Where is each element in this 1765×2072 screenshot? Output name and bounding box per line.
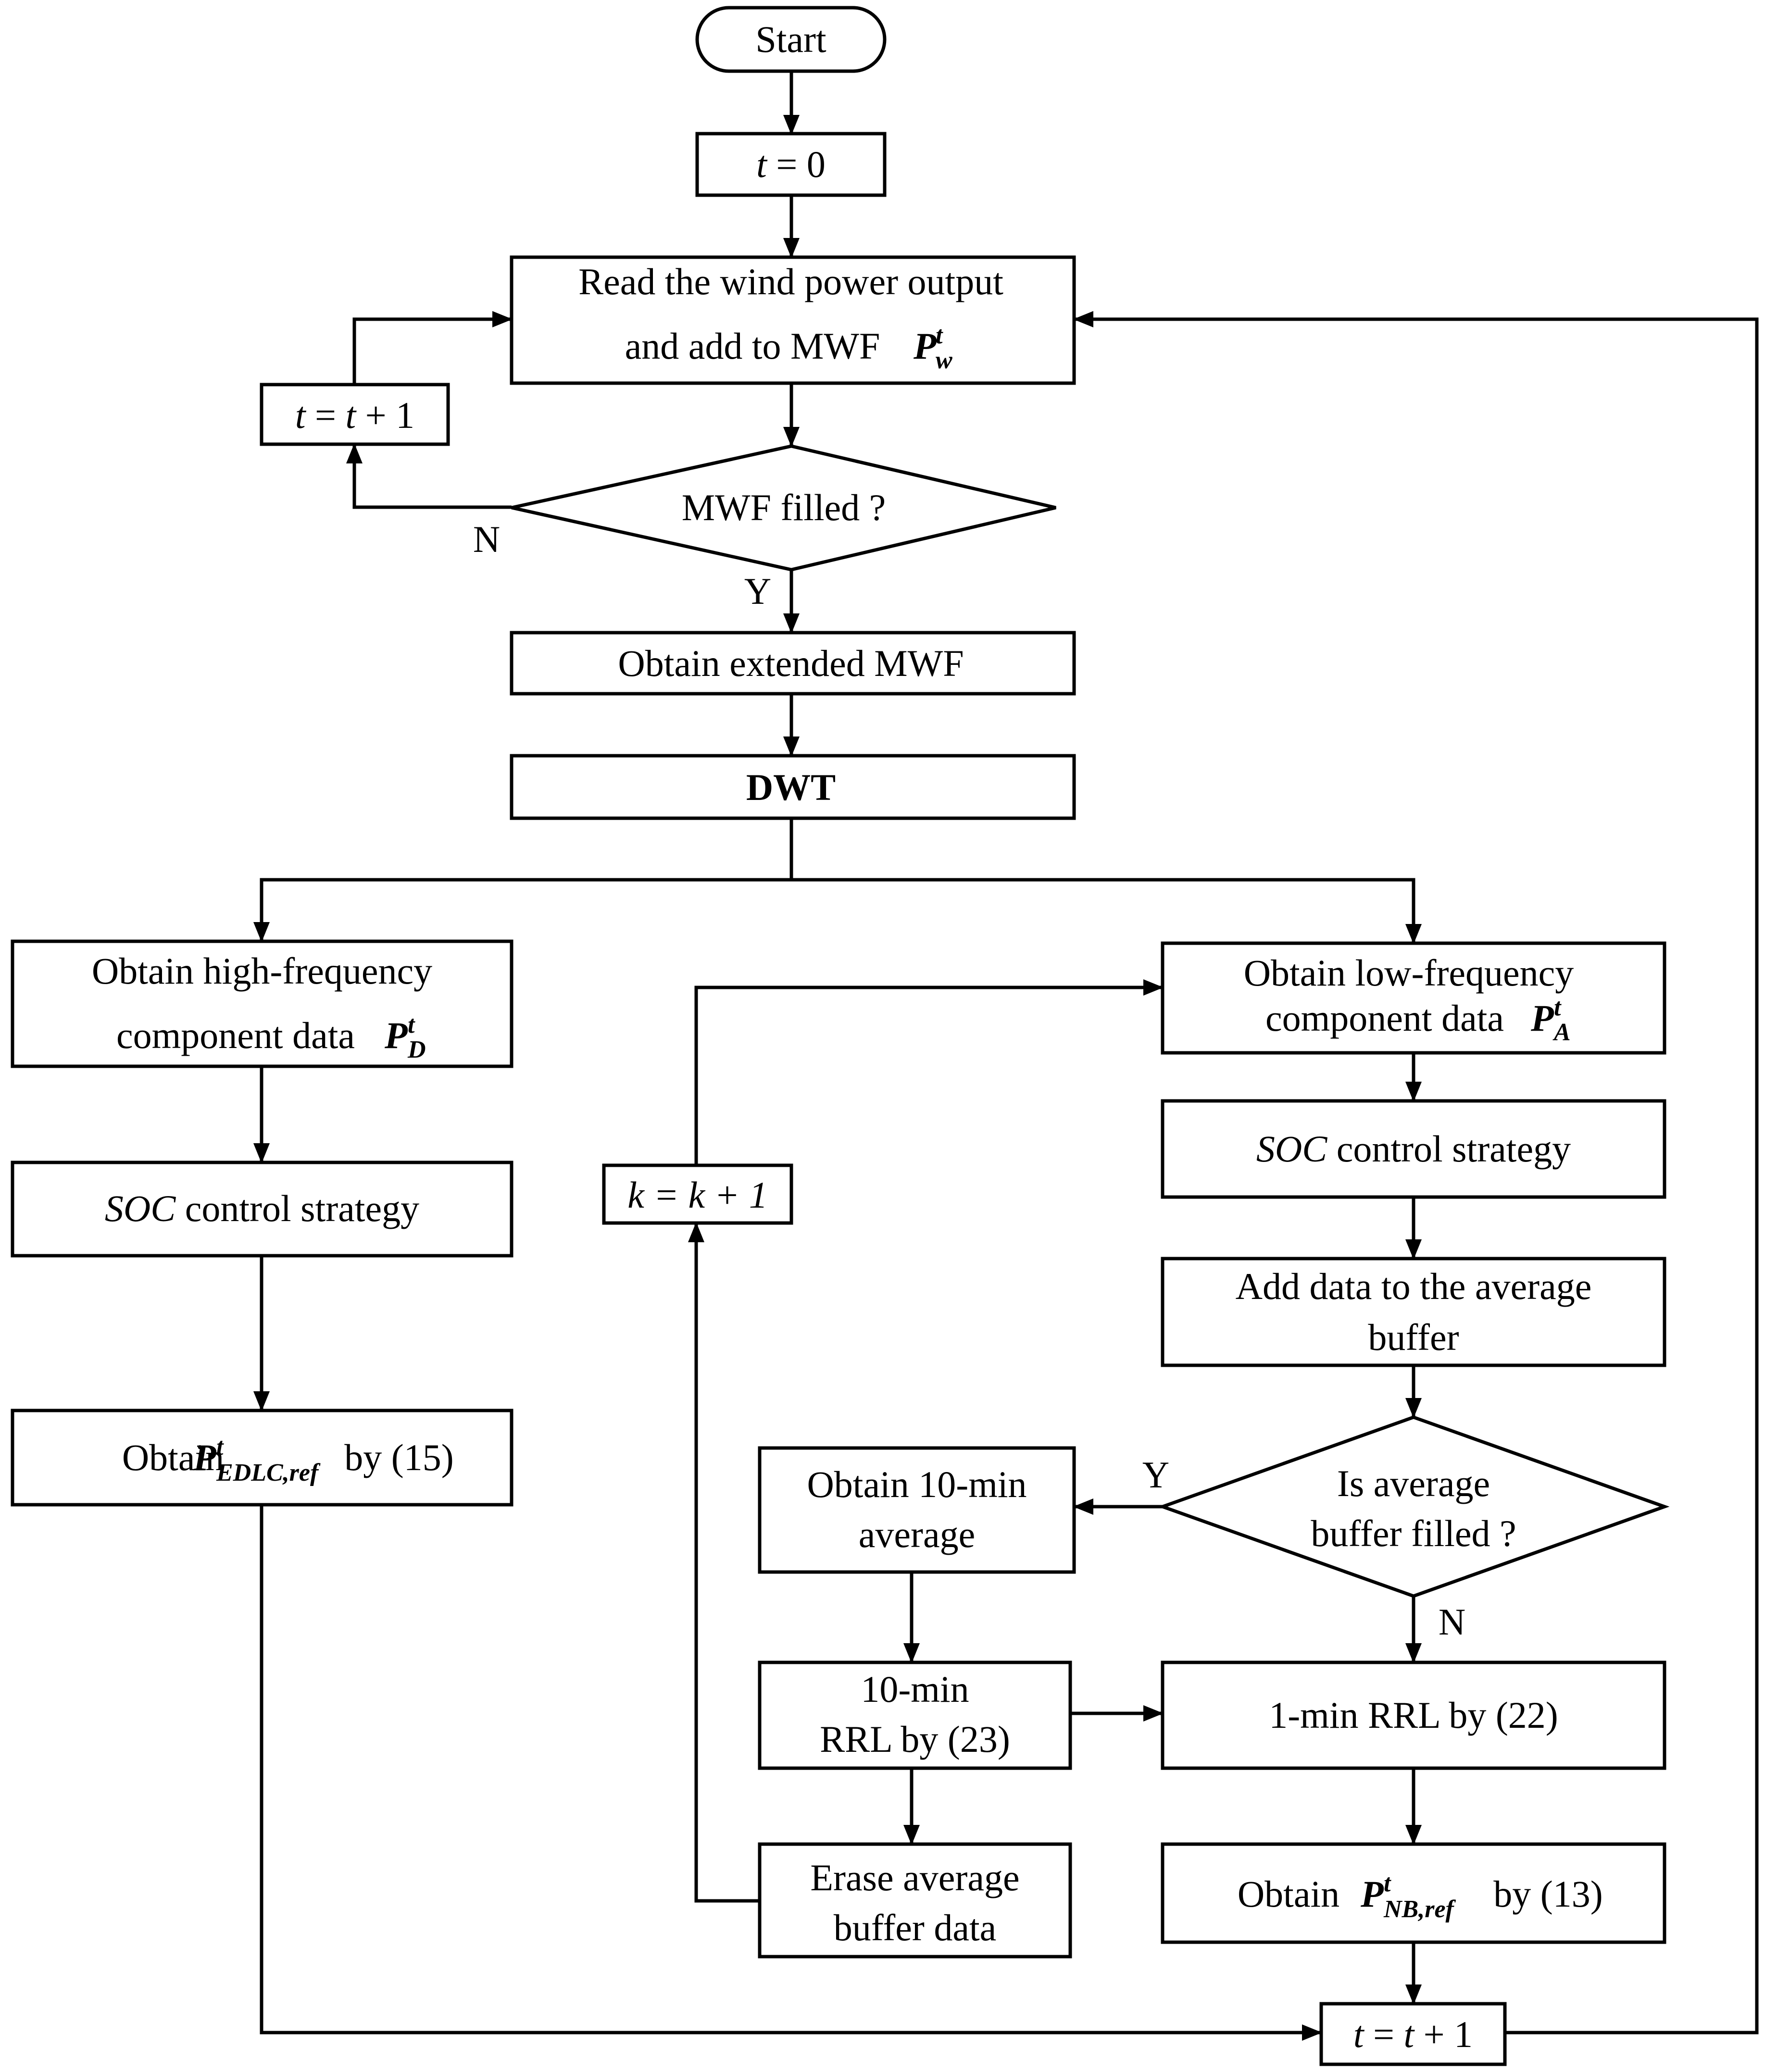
inc-t-bottom-box: t = t + 1 bbox=[1319, 2002, 1507, 2066]
dwt-label: DWT bbox=[746, 766, 836, 808]
low-freq-symbol: P t A bbox=[1530, 994, 1571, 1046]
edge-erase-to-inc-k bbox=[688, 1222, 760, 1903]
extended-mwf-label: Obtain extended MWF bbox=[618, 642, 964, 684]
start-terminal: Start bbox=[695, 6, 887, 73]
soc-right-box: SOC control strategy bbox=[1161, 1099, 1666, 1199]
ten-min-avg-line1: Obtain 10-min bbox=[807, 1463, 1026, 1505]
mwf-filled-decision: MWF filled ? bbox=[511, 444, 1056, 572]
mwf-filled-label: MWF filled ? bbox=[682, 487, 886, 528]
svg-text:P: P bbox=[1530, 997, 1554, 1039]
edge-dwt-to-high-freq bbox=[253, 878, 791, 942]
erase-buffer-line1: Erase average bbox=[810, 1857, 1019, 1898]
edge-dwt-to-low-freq bbox=[791, 878, 1422, 944]
high-freq-line2: component data bbox=[116, 1014, 355, 1056]
svg-text:t: t bbox=[936, 322, 943, 349]
svg-text:P: P bbox=[1360, 1873, 1384, 1915]
add-buffer-line2: buffer bbox=[1368, 1316, 1459, 1358]
t-init-label: t = 0 bbox=[756, 143, 826, 185]
low-freq-line1: Obtain low-frequency bbox=[1244, 952, 1574, 994]
high-freq-symbol: P t D bbox=[384, 1011, 426, 1063]
edlc-symbol: P t EDLC,ref bbox=[193, 1433, 321, 1486]
buffer-filled-decision: Is average buffer filled ? bbox=[1157, 1415, 1670, 1598]
one-min-rrl-label: 1-min RRL by (22) bbox=[1269, 1694, 1558, 1736]
edges bbox=[253, 71, 1759, 2041]
low-freq-line2: component data bbox=[1265, 997, 1504, 1039]
svg-text:w: w bbox=[936, 347, 952, 374]
svg-text:t: t bbox=[1554, 994, 1562, 1021]
high-freq-line1: Obtain high-frequency bbox=[92, 950, 432, 992]
read-wind-line1: Read the wind power output bbox=[578, 261, 1003, 302]
buffer-filled-line1: Is average bbox=[1337, 1462, 1490, 1504]
edge-inc-t-bottom-loop-to-read bbox=[1073, 311, 1759, 2035]
inc-k-label: k = k + 1 bbox=[627, 1174, 768, 1216]
low-freq-box: Obtain low-frequency component data P t … bbox=[1161, 941, 1666, 1055]
inc-k-box: k = k + 1 bbox=[602, 1163, 793, 1225]
read-wind-line2: and add to MWF bbox=[625, 325, 880, 367]
extended-mwf-box: Obtain extended MWF bbox=[510, 631, 1076, 696]
soc-left-box: SOC control strategy bbox=[11, 1161, 513, 1258]
mwf-yes-label: Y bbox=[744, 570, 771, 612]
add-buffer-line1: Add data to the average bbox=[1236, 1265, 1592, 1307]
inc-t-bottom-label: t = t + 1 bbox=[1353, 2013, 1473, 2055]
nb-ref-box: Obtain P t NB,ref by (13) bbox=[1161, 1842, 1666, 1944]
erase-buffer-line2: buffer data bbox=[834, 1907, 997, 1948]
mwf-no-label: N bbox=[473, 518, 500, 560]
buffer-no-label: N bbox=[1439, 1601, 1465, 1643]
svg-text:t: t bbox=[216, 1433, 224, 1460]
svg-text:NB,ref: NB,ref bbox=[1383, 1896, 1456, 1923]
erase-buffer-box: Erase average buffer data bbox=[758, 1842, 1072, 1959]
edge-inc-t-to-read bbox=[352, 311, 513, 385]
svg-text:P: P bbox=[913, 325, 937, 367]
ten-min-avg-box: Obtain 10-min average bbox=[758, 1446, 1076, 1574]
ten-min-rrl-line2: RRL by (23) bbox=[820, 1718, 1010, 1760]
start-label: Start bbox=[755, 18, 826, 60]
svg-text:P: P bbox=[193, 1436, 217, 1478]
edge-edlc-to-inc-t-bottom bbox=[260, 1505, 1322, 2041]
ten-min-rrl-line1: 10-min bbox=[861, 1668, 969, 1710]
buffer-yes-label: Y bbox=[1142, 1454, 1169, 1496]
nb-ref-pre: Obtain bbox=[1238, 1873, 1339, 1915]
svg-text:D: D bbox=[407, 1036, 426, 1063]
edge-mwf-no-to-inc-t bbox=[346, 443, 512, 509]
nb-ref-post: by (13) bbox=[1493, 1873, 1602, 1915]
svg-text:EDLC,ref: EDLC,ref bbox=[216, 1459, 321, 1486]
nb-ref-symbol: P t NB,ref bbox=[1360, 1870, 1456, 1923]
ten-min-rrl-box: 10-min RRL by (23) bbox=[758, 1660, 1072, 1770]
svg-text:t: t bbox=[1384, 1870, 1391, 1897]
t-init-box: t = 0 bbox=[695, 132, 887, 197]
dwt-box: DWT bbox=[510, 754, 1076, 820]
ten-min-avg-line2: average bbox=[859, 1513, 975, 1555]
add-buffer-box: Add data to the average buffer bbox=[1161, 1257, 1666, 1367]
inc-t-top-label: t = t + 1 bbox=[295, 394, 414, 436]
svg-text:A: A bbox=[1552, 1019, 1571, 1046]
edlc-post: by (15) bbox=[344, 1436, 453, 1478]
read-wind-symbol: P t w bbox=[913, 322, 952, 374]
svg-text:t: t bbox=[408, 1011, 415, 1038]
read-wind-box: Read the wind power output and add to MW… bbox=[510, 255, 1076, 385]
edlc-box: Obtain P t EDLC,ref by (15) bbox=[11, 1409, 513, 1507]
edlc-pre: Obtain bbox=[122, 1436, 224, 1478]
one-min-rrl-box: 1-min RRL by (22) bbox=[1161, 1660, 1666, 1770]
inc-t-top-box: t = t + 1 bbox=[260, 383, 450, 446]
edge-labels: N Y Y N bbox=[473, 518, 1465, 1643]
svg-text:P: P bbox=[384, 1014, 408, 1056]
soc-left-label: SOC control strategy bbox=[105, 1187, 419, 1229]
edge-inc-k-to-low-freq bbox=[694, 979, 1164, 1165]
buffer-filled-line2: buffer filled ? bbox=[1311, 1512, 1516, 1554]
high-freq-box: Obtain high-frequency component data P t… bbox=[11, 939, 513, 1068]
soc-right-label: SOC control strategy bbox=[1256, 1128, 1571, 1170]
